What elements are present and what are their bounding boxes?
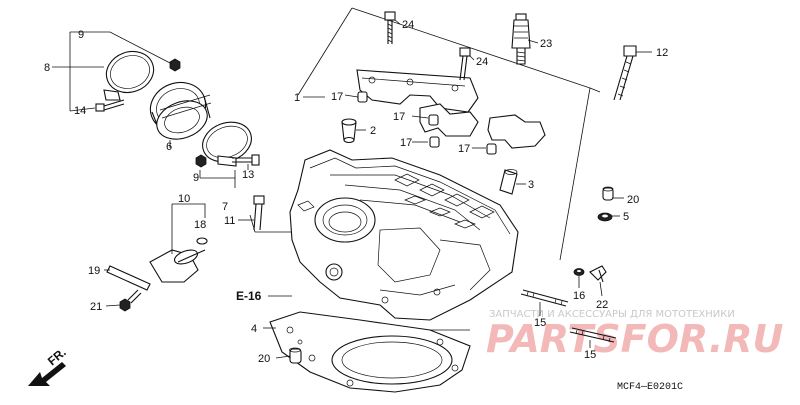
- head-gasket: [269, 311, 471, 393]
- clamp-band-8: [103, 50, 155, 101]
- dowel-pins: [357, 91, 497, 155]
- callout-1: 1: [294, 92, 300, 104]
- callout-17-a: 17: [331, 91, 343, 103]
- nut-9-upper: [169, 58, 181, 72]
- callout-15-a: 15: [534, 317, 546, 329]
- guide-3: [499, 169, 518, 195]
- leader-lines: [104, 19, 652, 359]
- fitting-16: [573, 268, 585, 276]
- callout-9-lower: 9: [193, 172, 199, 184]
- callout-17-d: 17: [458, 143, 470, 155]
- watermark-tagline: ЗАПЧАСТИ И АКСЕССУАРЫ ДЛЯ МОТОТЕХНИКИ: [489, 309, 735, 320]
- dowel-20-lower: [289, 347, 302, 364]
- bolt-24-right: [459, 47, 471, 81]
- screw-13: [232, 154, 260, 166]
- callout-3: 3: [528, 179, 534, 191]
- callout-10: 10: [178, 193, 190, 205]
- front-label: FR.: [45, 345, 69, 368]
- stud-bolt-15-lower: [569, 327, 617, 343]
- callout-17-b: 17: [393, 111, 405, 123]
- cam-holder-left: [356, 69, 479, 113]
- callout-14: 14: [74, 105, 86, 117]
- stud-bolt-12: [613, 45, 637, 101]
- callout-13: 13: [242, 169, 254, 181]
- callout-20-lower: 20: [258, 353, 270, 365]
- callout-15-b: 15: [584, 349, 596, 361]
- intake-insulator: [149, 81, 212, 140]
- callout-21: 21: [90, 301, 102, 313]
- callout-22: 22: [596, 299, 608, 311]
- callout-20-right: 20: [627, 194, 639, 206]
- callout-19: 19: [88, 265, 100, 277]
- callout-23: 23: [540, 38, 552, 50]
- screw-14: [95, 99, 125, 112]
- ref-label-e16: E-16: [236, 289, 262, 303]
- cylinder-head: [289, 149, 519, 321]
- o-ring-18: [196, 237, 208, 245]
- diagram-code: MCF4—E0201C: [617, 382, 683, 393]
- bracket-19: [106, 265, 151, 291]
- fitting-22: [589, 265, 607, 283]
- sleeve-2: [341, 118, 357, 144]
- temp-sensor: [149, 249, 206, 283]
- front-arrow-icon: [28, 362, 66, 386]
- callout-8: 8: [44, 62, 50, 74]
- callout-5: 5: [623, 211, 629, 223]
- callout-4: 4: [251, 323, 257, 335]
- cam-holder-right: [419, 103, 546, 149]
- callout-12: 12: [656, 47, 668, 59]
- washer-5: [597, 212, 613, 222]
- bolt-24-left: [384, 11, 396, 44]
- callout-24-right: 24: [476, 56, 488, 68]
- callout-6: 6: [166, 141, 172, 153]
- cap-20-right: [602, 186, 614, 201]
- callout-24-left: 24: [402, 19, 414, 31]
- callout-11: 11: [224, 215, 235, 227]
- stud-bolt-15-upper: [520, 289, 569, 307]
- group-brackets: [52, 31, 236, 254]
- bolt-21: [119, 289, 142, 312]
- callout-2: 2: [370, 125, 376, 137]
- clamp-band-7: [202, 121, 252, 167]
- callout-7: 7: [222, 201, 228, 213]
- callout-18: 18: [194, 219, 206, 231]
- callout-16: 16: [573, 290, 585, 302]
- nut-9-lower: [195, 154, 207, 168]
- callout-9-upper: 9: [78, 29, 84, 41]
- watermark-brand: PARTSFOR.RU: [486, 317, 784, 361]
- spark-plug: [511, 13, 531, 65]
- callout-17-c: 17: [400, 137, 412, 149]
- bolt-11: [253, 195, 265, 231]
